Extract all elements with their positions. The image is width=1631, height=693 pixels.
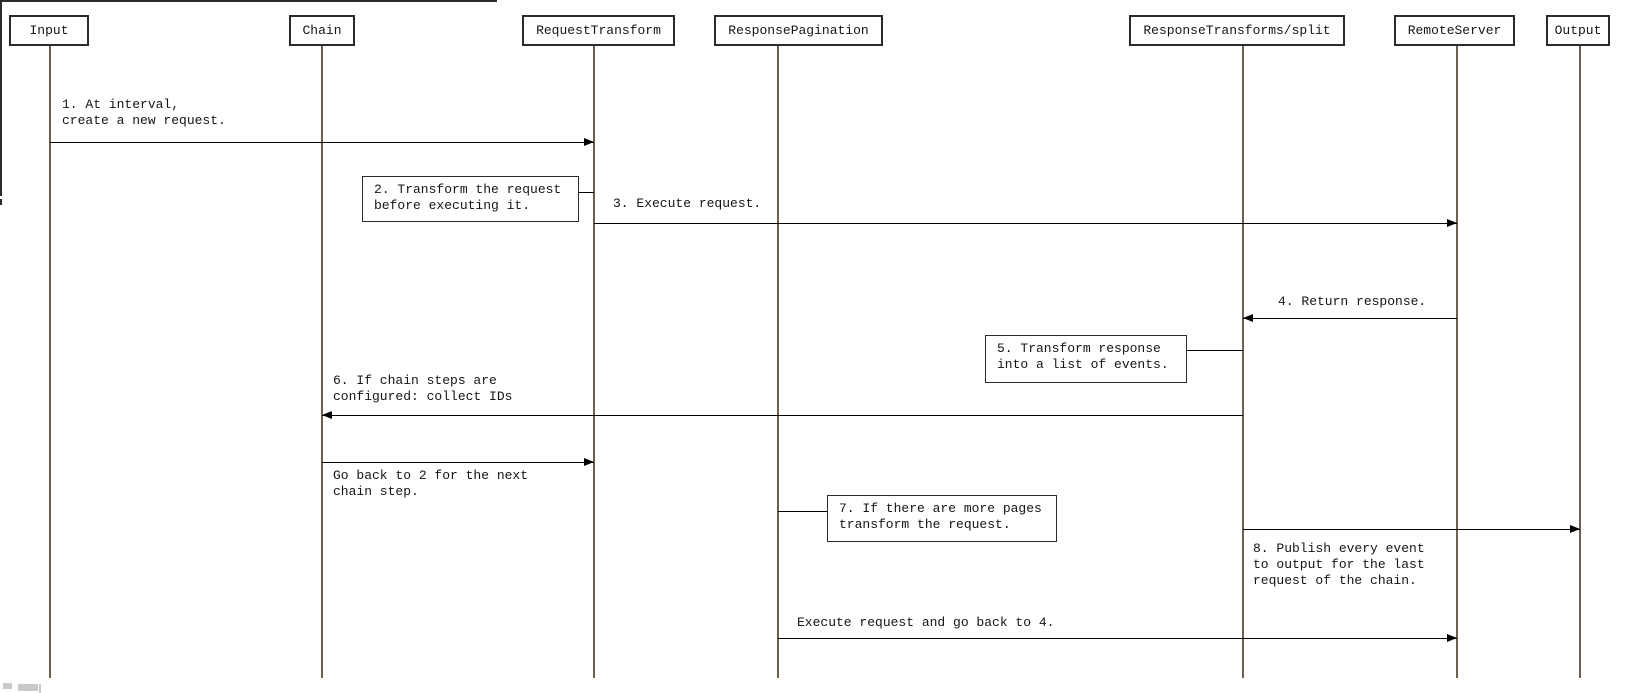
message-6-collect-ids-arrowhead — [322, 411, 332, 419]
lifeline-remote-server — [1456, 46, 1458, 678]
note-5-transform-response-connector — [1187, 350, 1243, 351]
message-8-publish-events-line — [1242, 529, 1580, 530]
note-7-more-pages-connector — [777, 511, 827, 512]
message-6-collect-ids-line — [322, 415, 1243, 416]
message-6-collect-ids-label: 6. If chain steps are configured: collec… — [333, 373, 513, 404]
lifeline-response-pagination — [776, 46, 779, 678]
lifeline-request-transform — [593, 46, 595, 678]
participant-label: RequestTransform — [536, 23, 661, 38]
message-3-execute-request-line — [594, 223, 1457, 224]
message-1-create-request-line — [49, 142, 594, 143]
message-8-publish-events-label: 8. Publish every event to output for the… — [1253, 541, 1425, 588]
note-2-transform-request-connector — [579, 192, 594, 193]
message-3-execute-request-label: 3. Execute request. — [613, 196, 762, 211]
message-1-create-request-label: 1. At interval, create a new request. — [62, 97, 226, 128]
message-go-back-to-2-line — [322, 462, 594, 463]
participant-label: Input — [29, 23, 69, 38]
message-execute-go-back-to-4-arrowhead — [1447, 634, 1457, 642]
note-7-more-pages: 7. If there are more pages transform the… — [827, 495, 1057, 542]
message-3-execute-request-arrowhead — [1447, 219, 1457, 227]
message-go-back-to-2-label: Go back to 2 for the next chain step. — [333, 468, 529, 499]
lifeline-input — [48, 46, 51, 678]
screen-edge-left-line — [0, 0, 2, 196]
participant-remote-server: RemoteServer — [1394, 15, 1515, 46]
message-1-create-request-arrowhead — [584, 138, 594, 146]
note-2-transform-request: 2. Transform the request before executin… — [362, 176, 579, 222]
screen-edge-top-line — [0, 0, 497, 2]
lifeline-response-transforms-split — [1241, 46, 1244, 678]
message-execute-go-back-to-4-label: Execute request and go back to 4. — [797, 615, 1055, 630]
participant-label: RemoteServer — [1407, 23, 1502, 38]
note-5-transform-response: 5. Transform response into a list of eve… — [985, 335, 1187, 383]
participant-label: ResponsePagination — [728, 23, 869, 38]
message-go-back-to-2-arrowhead — [584, 458, 594, 466]
screen-edge-bottom-mark — [3, 683, 12, 689]
participant-chain: Chain — [289, 15, 355, 46]
lifeline-output — [1578, 46, 1581, 678]
screen-edge-left-tick — [0, 199, 2, 205]
message-8-publish-events-arrowhead — [1569, 525, 1580, 533]
participant-input: Input — [9, 15, 89, 46]
message-execute-go-back-to-4-line — [777, 638, 1457, 639]
participant-label: ResponseTransforms/split — [1143, 23, 1331, 38]
participant-response-pagination: ResponsePagination — [714, 15, 883, 46]
participant-request-transform: RequestTransform — [522, 15, 675, 46]
message-4-return-response-label: 4. Return response. — [1278, 294, 1427, 309]
participant-output: Output — [1546, 15, 1610, 46]
message-4-return-response-line — [1242, 318, 1457, 319]
screen-edge-bottom-mark — [18, 684, 38, 691]
message-4-return-response-arrowhead — [1242, 314, 1253, 322]
participant-label: Chain — [302, 23, 342, 38]
lifeline-chain — [321, 46, 323, 678]
participant-response-transforms-split: ResponseTransforms/split — [1129, 15, 1345, 46]
screen-edge-bottom-mark — [39, 684, 41, 693]
participant-label: Output — [1554, 23, 1602, 38]
